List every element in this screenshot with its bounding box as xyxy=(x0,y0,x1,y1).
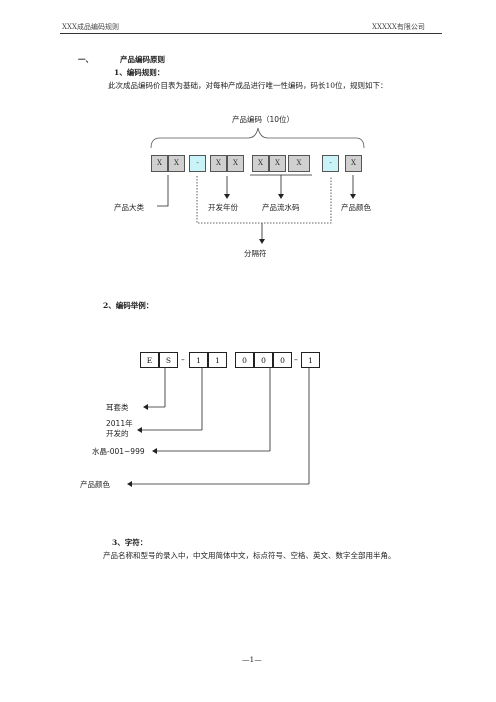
example-box-year-1: 1 xyxy=(189,352,208,368)
example-box-S: S xyxy=(159,352,178,368)
code-box-7: X xyxy=(269,155,286,172)
brace-label: 产品编码（10位） xyxy=(232,115,295,124)
ex-serial-arrowhead xyxy=(152,448,157,454)
label-serial: 产品流水码 xyxy=(262,203,300,212)
year-arrowhead xyxy=(224,194,230,199)
example-box-year-2: 1 xyxy=(208,352,227,368)
example-box-color: 1 xyxy=(301,352,320,368)
separator-dotted xyxy=(196,176,332,224)
example-label-color: 产品颜色 xyxy=(80,480,110,489)
code-box-2: X xyxy=(168,155,185,172)
example-dash-2: – xyxy=(294,355,298,364)
page-number: —1— xyxy=(242,655,262,664)
example-box-E: E xyxy=(140,352,159,368)
example-dash-1: – xyxy=(181,355,185,364)
separator-box-2: - xyxy=(322,155,339,172)
header-rule xyxy=(60,33,442,34)
label-separator: 分隔符 xyxy=(244,249,267,258)
code-box-8: X xyxy=(288,155,310,172)
subsection1-text: 此次成品编码价目表为基础，对每种产成品进行唯一性编码，码长10位，规则如下： xyxy=(108,81,388,90)
separator-arrowhead xyxy=(259,239,265,244)
color-arrowhead xyxy=(350,194,356,199)
ex-color-arrowhead xyxy=(127,481,132,487)
code-box-10: X xyxy=(345,155,362,172)
header-company: XXXXX有限公司 xyxy=(372,23,425,31)
ex-year-arrowhead xyxy=(137,427,142,433)
example-label-category: 耳套类 xyxy=(106,403,129,412)
category-connector xyxy=(157,175,169,207)
label-color: 产品颜色 xyxy=(341,203,371,212)
code-box-5: X xyxy=(227,155,244,172)
example-box-serial-2: 0 xyxy=(254,352,273,368)
example-label-year-2: 开发的 xyxy=(106,429,129,438)
code-box-1: X xyxy=(151,155,168,172)
ex-category-arrowhead xyxy=(143,404,148,410)
label-year: 开发年份 xyxy=(208,203,238,212)
serial-arrowhead xyxy=(278,194,284,199)
header-title: XXX成品编码规则 xyxy=(62,23,119,31)
example-label-serial: 水晶-001~999 xyxy=(92,447,145,456)
example-box-serial-1: 0 xyxy=(235,352,254,368)
section1-number: 一、 xyxy=(78,55,93,64)
code-box-6: X xyxy=(252,155,269,172)
code-box-4: X xyxy=(210,155,227,172)
example-label-year-1: 2011年 xyxy=(106,419,133,428)
brace xyxy=(150,127,365,149)
separator-box-1: - xyxy=(189,155,206,172)
subsection1-title: 1、编码规则： xyxy=(114,68,165,77)
label-category: 产品大类 xyxy=(114,203,144,212)
section3-text: 产品名称和型号的录入中，中文用简体中文，标点符号、空格、英文、数字全部用半角。 xyxy=(103,551,396,560)
example-box-serial-3: 0 xyxy=(273,352,292,368)
section2-title: 2、编码举例： xyxy=(103,301,154,310)
section1-title: 产品编码原则 xyxy=(120,55,165,64)
section3-title: 3、字符： xyxy=(112,538,148,547)
